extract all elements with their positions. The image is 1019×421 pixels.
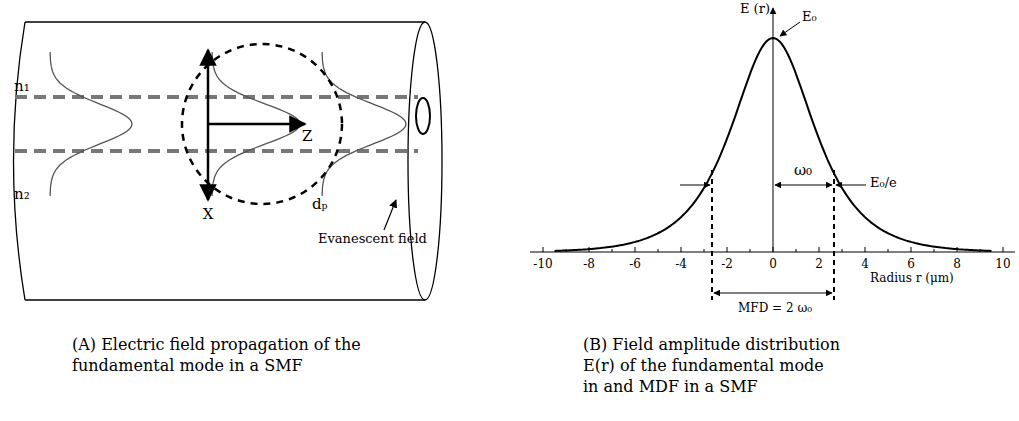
figure-caption: (A) Electric field propagation of the fu… [72, 335, 402, 377]
figure-label: MFD = 2 ω₀ [736, 302, 814, 316]
axis-tick [911, 247, 912, 252]
figure-label: n₁ [14, 78, 30, 95]
fiber-core-face [416, 98, 430, 134]
figure-label: ω₀ [794, 162, 812, 179]
tick-label: 2 [815, 258, 823, 272]
field-curve [555, 38, 992, 251]
leader-arrow [780, 22, 800, 36]
figure-label: Radius r (μm) [870, 272, 954, 286]
axis-tick [842, 249, 843, 252]
e-axis [773, 8, 774, 252]
figure-label: Z [302, 128, 312, 145]
tick-label: -6 [629, 258, 641, 272]
tick-label: -2 [721, 258, 733, 272]
tick-label: 10 [995, 258, 1010, 272]
tick-label: -8 [583, 258, 595, 272]
figure-label: Evanescent field [318, 232, 427, 247]
axis-tick [750, 249, 751, 252]
width-arrow [836, 185, 866, 186]
axis-tick [635, 247, 636, 252]
figure-caption: (B) Field amplitude distribution E(r) of… [583, 335, 843, 397]
width-arrow [775, 185, 832, 186]
tick-label: 8 [953, 258, 961, 272]
figure-label: E (r) [740, 2, 770, 17]
axis-tick [681, 247, 682, 252]
axis-ticks [543, 247, 1003, 252]
figure-label: dₚ [312, 196, 328, 213]
detail-circle [182, 44, 342, 204]
fiber-face [408, 22, 442, 300]
axis-tick [934, 249, 935, 252]
tick-label: -4 [675, 258, 687, 272]
axis-tick [543, 247, 544, 252]
tick-label: 0 [769, 258, 777, 272]
z-axis-arrow [208, 123, 305, 126]
figure-label: X [203, 206, 214, 223]
axis-tick [796, 249, 797, 252]
fiber-edge [25, 21, 425, 22]
axis-tick [819, 247, 820, 252]
axis-tick [727, 247, 728, 252]
fiber-edge [25, 299, 425, 300]
tick-label: 6 [907, 258, 915, 272]
tick-label: 4 [861, 258, 869, 272]
leader-arrow [384, 200, 396, 230]
mfd-arrow [714, 293, 832, 294]
fiber-end [14, 22, 26, 300]
mode-profile [322, 52, 406, 196]
axis-tick [612, 249, 613, 252]
axis-tick [704, 249, 705, 252]
figure-label: E₀/e [870, 176, 897, 191]
mfd-marker [833, 170, 835, 300]
axis-tick [1003, 247, 1004, 252]
mfd-marker [711, 170, 713, 300]
axis-tick [658, 249, 659, 252]
axis-tick [865, 247, 866, 252]
width-arrow [680, 185, 710, 186]
mode-profile [50, 52, 132, 196]
figure-label: n₂ [14, 186, 30, 203]
axis-tick [888, 249, 889, 252]
axis-tick [773, 247, 774, 252]
tick-label: -10 [533, 258, 552, 272]
figure-label: E₀ [802, 10, 817, 25]
